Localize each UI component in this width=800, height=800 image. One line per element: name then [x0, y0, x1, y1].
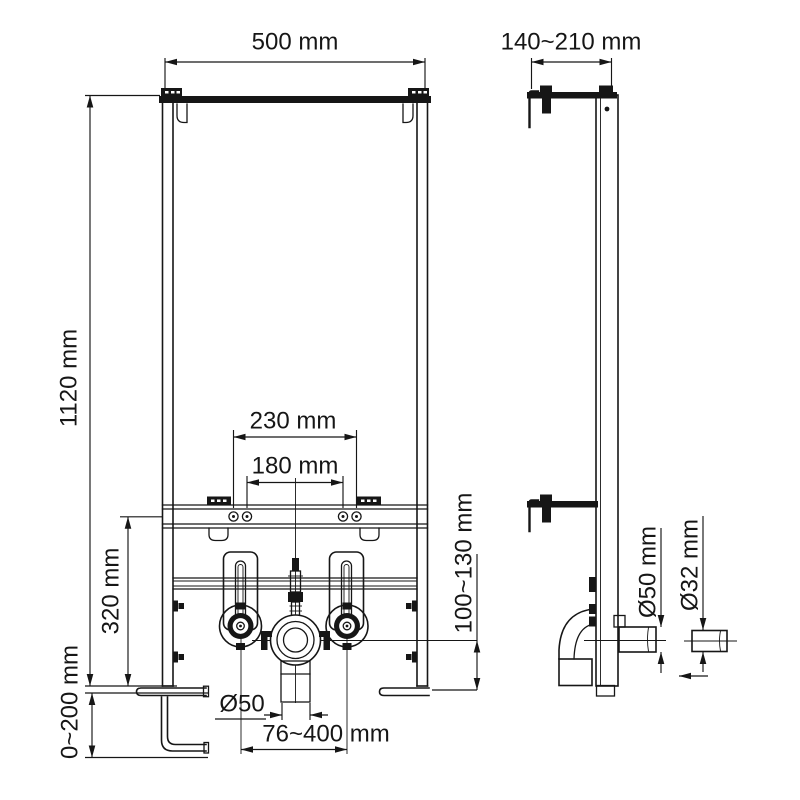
fixture-mount-right — [325, 602, 369, 650]
label-drain-range: 76~400 mm — [262, 721, 389, 748]
label-side-outlet-50: Ø50 mm — [635, 526, 662, 618]
front-view-frame — [135, 88, 431, 754]
foot-flange-left — [135, 687, 207, 697]
wall-bracket-mid — [527, 501, 598, 508]
label-front-width: 500 mm — [252, 29, 339, 56]
wall-hook-top — [528, 90, 540, 129]
foot-left — [135, 685, 210, 754]
top-rail — [159, 96, 431, 103]
rail-bolts — [173, 600, 417, 663]
wall-hook-mid — [528, 499, 540, 533]
label-foot-range: 0~200 mm — [57, 645, 84, 759]
label-fixture-height: 320 mm — [98, 548, 125, 635]
label-drain-diameter: Ø50 — [219, 691, 264, 718]
side-rail — [595, 94, 619, 687]
bracket-bolt-mid — [540, 494, 552, 502]
fixing-rail — [161, 496, 429, 542]
bolt — [412, 651, 417, 663]
foot-right — [378, 687, 430, 697]
front-view-dimensions — [85, 58, 481, 759]
label-side-outlet-32: Ø32 mm — [677, 519, 704, 611]
label-holes-outer: 230 mm — [250, 408, 337, 435]
side-bolt — [589, 577, 596, 592]
crossbar — [172, 577, 418, 590]
label-front-height: 1120 mm — [56, 329, 83, 427]
wall-bracket-top — [527, 92, 617, 99]
outlet-pipe-50 — [618, 626, 657, 653]
foot-flange-right — [378, 687, 430, 697]
side-foot — [595, 684, 616, 697]
rail-tab-left — [208, 527, 229, 542]
drain-assembly — [261, 558, 330, 703]
drain-elbow — [558, 608, 595, 687]
drain-fitting — [269, 614, 322, 666]
label-holes-inner: 180 mm — [252, 453, 339, 480]
bracket-bolt-top — [540, 85, 552, 93]
rail-tab-right — [359, 527, 380, 542]
rail-hole — [604, 106, 610, 112]
threaded-stud — [292, 558, 299, 571]
drain-pipe — [280, 660, 311, 703]
bolt — [412, 600, 417, 612]
side-bolt — [589, 616, 596, 627]
fixture-mount-left — [218, 602, 263, 650]
label-side-depth: 140~210 mm — [501, 29, 642, 56]
label-outlet-height: 100~130 mm — [451, 493, 478, 634]
drain-clamp-right — [319, 631, 330, 650]
bolt — [173, 651, 178, 663]
bolt — [173, 600, 178, 612]
corner-hook-right — [402, 103, 414, 124]
corner-hook-left — [176, 103, 188, 124]
drain-clamp-left — [261, 631, 272, 650]
side-view — [527, 58, 737, 697]
